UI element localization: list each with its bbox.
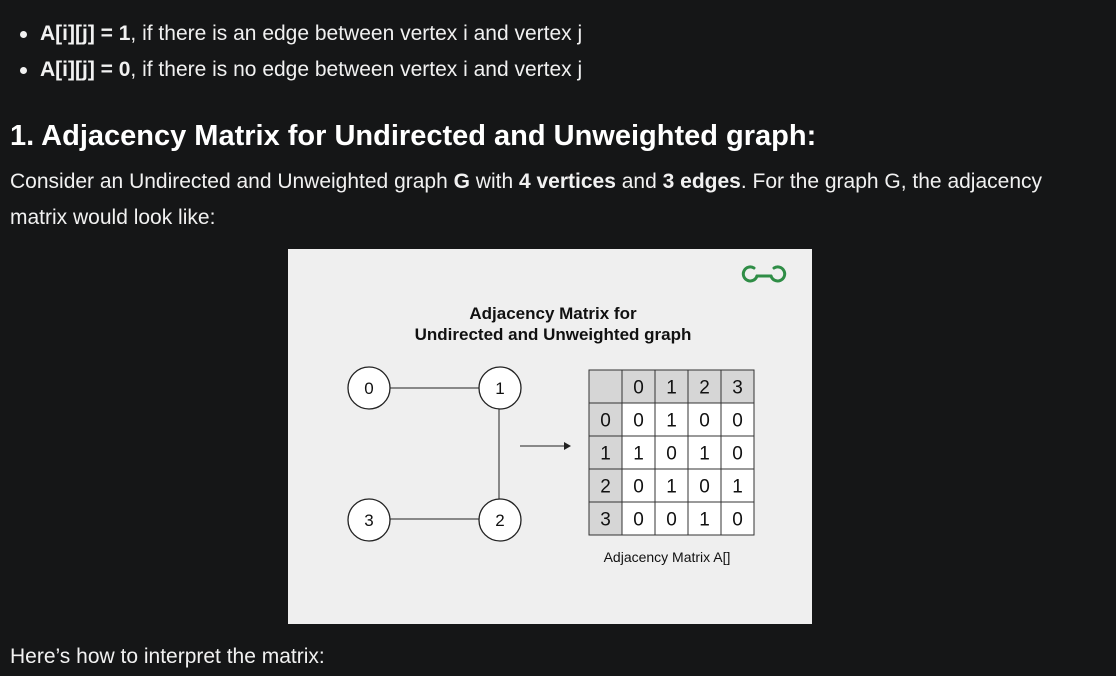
matrix-value-label: 0 xyxy=(633,477,644,498)
matrix-value-cell xyxy=(720,468,755,503)
graph-node-label: 0 xyxy=(364,379,373,398)
matrix-value-cell xyxy=(687,468,722,503)
matrix-value-label: 1 xyxy=(699,444,710,465)
graph-node-label: 3 xyxy=(364,511,373,530)
interpretation-intro: Here’s how to interpret the matrix: xyxy=(10,645,325,668)
matrix-col-header-label: 1 xyxy=(666,378,677,399)
matrix-row-header-label: 2 xyxy=(600,477,611,498)
matrix-value-cell xyxy=(687,501,722,536)
matrix-col-header-label: 2 xyxy=(699,378,710,399)
arrow-icon xyxy=(520,442,571,450)
paragraph-text: . For the graph G, the adjacency matrix … xyxy=(10,170,1043,229)
definition-item: A[i][j] = 0, if there is no edge between… xyxy=(18,52,582,88)
matrix-col-header-label: 3 xyxy=(732,378,743,399)
adjacency-matrix-figure: Adjacency Matrix for Undirected and Unwe… xyxy=(288,249,812,624)
paragraph-text: and xyxy=(615,170,663,193)
definition-text: , if there is no edge between vertex i a… xyxy=(130,58,583,81)
matrix-value-label: 1 xyxy=(732,477,743,498)
matrix-value-label: 0 xyxy=(732,510,743,531)
matrix-value-label: 0 xyxy=(666,510,677,531)
definition-formula: A[i][j] = 1 xyxy=(40,22,131,45)
matrix-value-label: 0 xyxy=(666,444,677,465)
matrix-value-label: 0 xyxy=(732,444,743,465)
section-paragraph: Consider an Undirected and Unweighted gr… xyxy=(10,164,1100,236)
graph-node: 2 xyxy=(478,498,522,542)
definition-text: , if there is an edge between vertex i a… xyxy=(130,22,583,45)
matrix-value-label: 1 xyxy=(699,510,710,531)
matrix-caption: Adjacency Matrix A[] xyxy=(604,549,731,565)
matrix-col-header-label: 0 xyxy=(633,378,644,399)
matrix-value-cell xyxy=(687,402,722,437)
matrix-row-header-label: 1 xyxy=(600,444,611,465)
paragraph-bold: G xyxy=(453,170,470,193)
matrix-value-cell xyxy=(654,402,689,437)
figure-title-line1: Adjacency Matrix for xyxy=(469,304,637,323)
matrix-value-label: 0 xyxy=(699,477,710,498)
paragraph-text: Consider an Undirected and Unweighted gr… xyxy=(10,170,454,193)
figure-title-line2: Undirected and Unweighted graph xyxy=(415,325,692,344)
matrix-value-cell xyxy=(654,468,689,503)
matrix-value-cell xyxy=(720,501,755,536)
matrix-value-label: 1 xyxy=(666,477,677,498)
graph-node: 1 xyxy=(478,366,522,410)
paragraph-bold: 3 edges xyxy=(662,170,741,193)
matrix-value-label: 0 xyxy=(633,510,644,531)
matrix-value-label: 1 xyxy=(666,411,677,432)
matrix-row-header-label: 3 xyxy=(600,510,611,531)
matrix-row-header-cell xyxy=(588,501,623,536)
figure-canvas: Adjacency Matrix for Undirected and Unwe… xyxy=(347,265,787,565)
definition-item: A[i][j] = 1, if there is an edge between… xyxy=(18,16,582,52)
graph-node: 0 xyxy=(347,366,391,410)
matrix-row-header-label: 0 xyxy=(600,411,611,432)
matrix-value-label: 1 xyxy=(633,444,644,465)
paragraph-bold: 4 vertices xyxy=(518,170,616,193)
matrix-value-cell xyxy=(687,435,722,470)
matrix-value-label: 0 xyxy=(633,411,644,432)
section-heading: 1. Adjacency Matrix for Undirected and U… xyxy=(10,120,817,152)
matrix-corner-cell xyxy=(588,369,623,404)
graph-node: 3 xyxy=(347,498,391,542)
matrix-value-label: 0 xyxy=(732,411,743,432)
matrix-value-cell xyxy=(654,501,689,536)
graph-node-label: 1 xyxy=(495,379,504,398)
matrix-value-cell xyxy=(720,402,755,437)
graph-node-label: 2 xyxy=(495,511,504,530)
matrix-col-header-cell xyxy=(687,369,722,404)
matrix-value-cell xyxy=(720,435,755,470)
definition-list: A[i][j] = 1, if there is an edge between… xyxy=(18,16,582,88)
matrix-value-cell xyxy=(621,435,656,470)
matrix-col-header-cell xyxy=(654,369,689,404)
definition-formula: A[i][j] = 0 xyxy=(40,58,131,81)
matrix-row-header-cell xyxy=(588,435,623,470)
matrix-value-cell xyxy=(621,468,656,503)
gg-logo-icon xyxy=(741,265,787,283)
matrix-value-label: 0 xyxy=(699,411,710,432)
adjacency-matrix-table: 0 1 2 3 0 0 1 0 0 1 1 0 1 0 2 0 1 0 1 3 0 0 1 0 xyxy=(588,369,755,536)
paragraph-text: with xyxy=(469,170,519,193)
